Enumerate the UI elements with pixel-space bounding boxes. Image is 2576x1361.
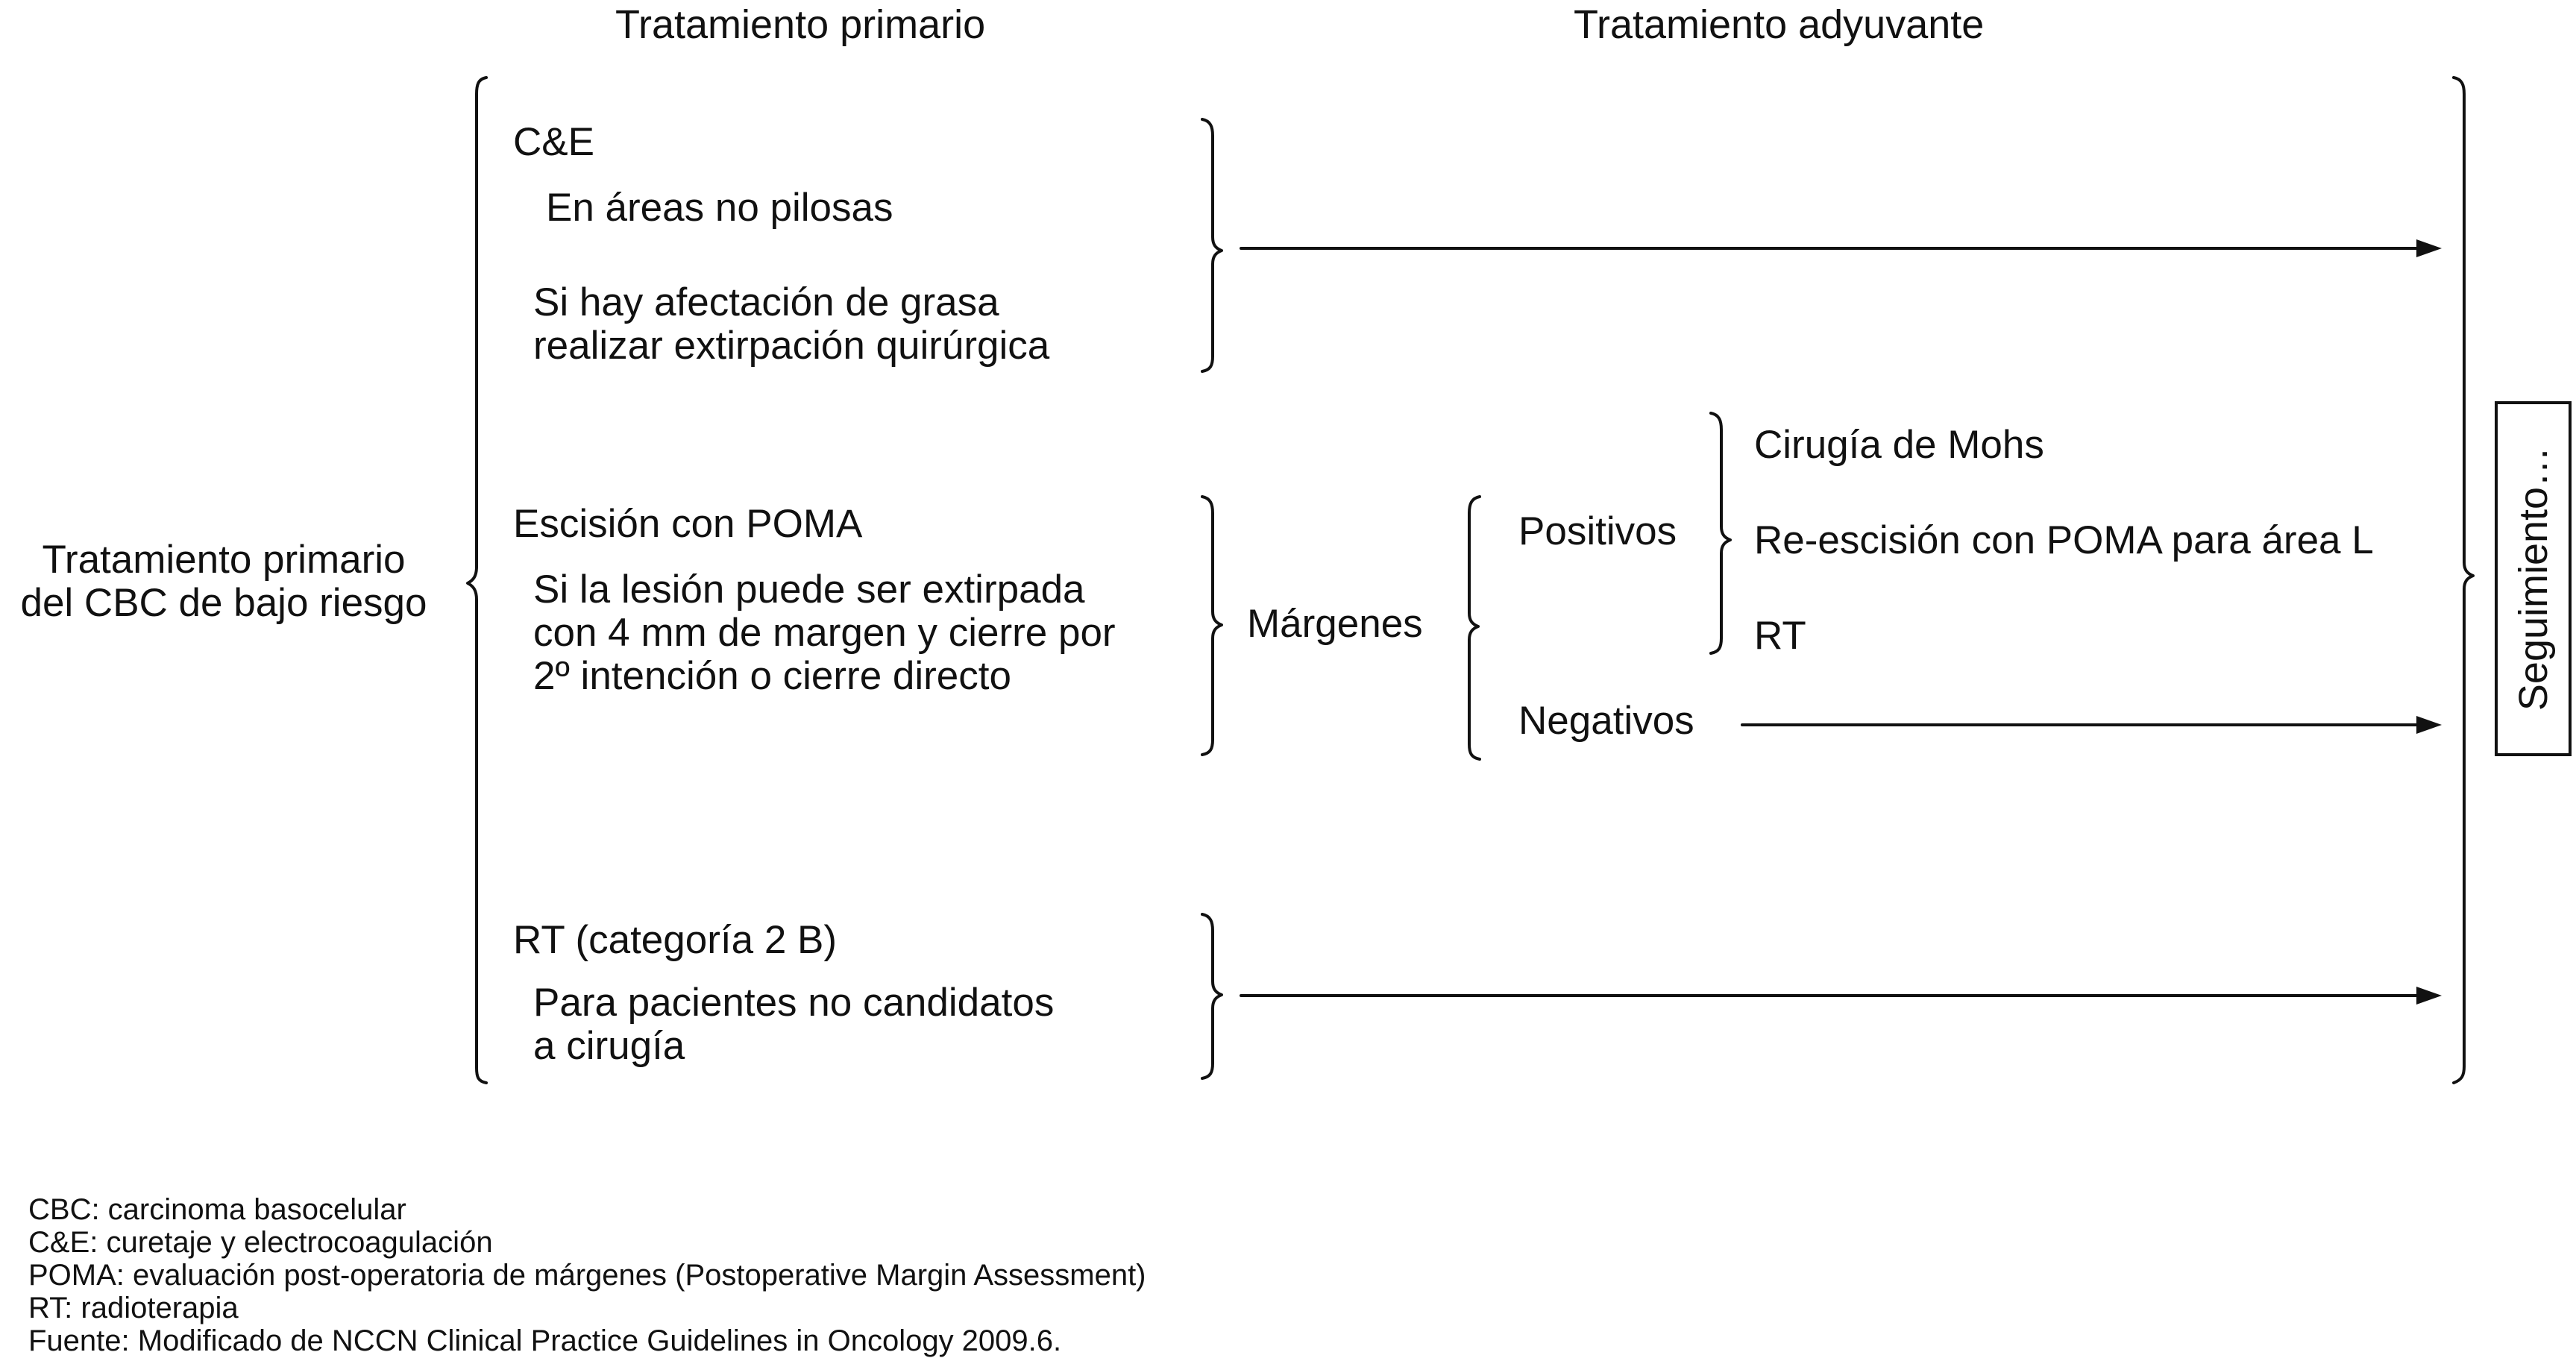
ce-detail-fat: Si hay afectación de grasa realizar exti… bbox=[533, 280, 1050, 368]
positive-option-rt: RT bbox=[1754, 614, 1806, 658]
ce-arrowhead bbox=[2416, 239, 2442, 257]
rt-arrowhead bbox=[2416, 987, 2442, 1005]
ce-title: C&E bbox=[513, 120, 594, 164]
legend-item: POMA: evaluación post-operatoria de márg… bbox=[28, 1259, 1146, 1292]
negative-arrowhead bbox=[2416, 716, 2442, 734]
followup-brace bbox=[2452, 76, 2475, 1084]
follow-up-box: Seguimiento… bbox=[2495, 401, 2572, 756]
rt-brace bbox=[1201, 913, 1223, 1080]
positive-brace bbox=[1709, 412, 1732, 655]
rt-detail: Para pacientes no candidatos a cirugía bbox=[533, 981, 1055, 1068]
excision-title: Escisión con POMA bbox=[513, 502, 863, 546]
positive-option-mohs: Cirugía de Mohs bbox=[1754, 423, 2044, 467]
header-primary: Tratamiento primario bbox=[615, 2, 986, 47]
follow-up-label: Seguimiento… bbox=[2510, 446, 2556, 711]
margins-label: Márgenes bbox=[1247, 602, 1423, 646]
ce-brace bbox=[1201, 118, 1223, 373]
rt-title: RT (categoría 2 B) bbox=[513, 918, 838, 962]
root-label: Tratamiento primario del CBC de bajo rie… bbox=[20, 538, 427, 625]
legend-source: Fuente: Modificado de NCCN Clinical Prac… bbox=[28, 1324, 1062, 1357]
positive-option-reexcision: Re-escisión con POMA para área L bbox=[1754, 518, 2374, 562]
header-adjuvant: Tratamiento adyuvante bbox=[1574, 2, 1985, 47]
legend-item: CBC: carcinoma basocelular bbox=[28, 1193, 406, 1226]
ce-detail-area: En áreas no pilosas bbox=[546, 186, 893, 230]
root-brace bbox=[466, 76, 488, 1084]
margins-positive: Positivos bbox=[1518, 509, 1677, 553]
legend: CBC: carcinoma basocelular C&E: curetaje… bbox=[28, 1193, 1146, 1357]
margins-negative: Negativos bbox=[1518, 699, 1694, 743]
excision-detail: Si la lesión puede ser extirpada con 4 m… bbox=[533, 568, 1116, 698]
margins-brace bbox=[1468, 495, 1481, 761]
legend-item: RT: radioterapia bbox=[28, 1292, 239, 1324]
excision-brace bbox=[1201, 495, 1223, 756]
legend-item: C&E: curetaje y electrocoagulación bbox=[28, 1226, 493, 1259]
